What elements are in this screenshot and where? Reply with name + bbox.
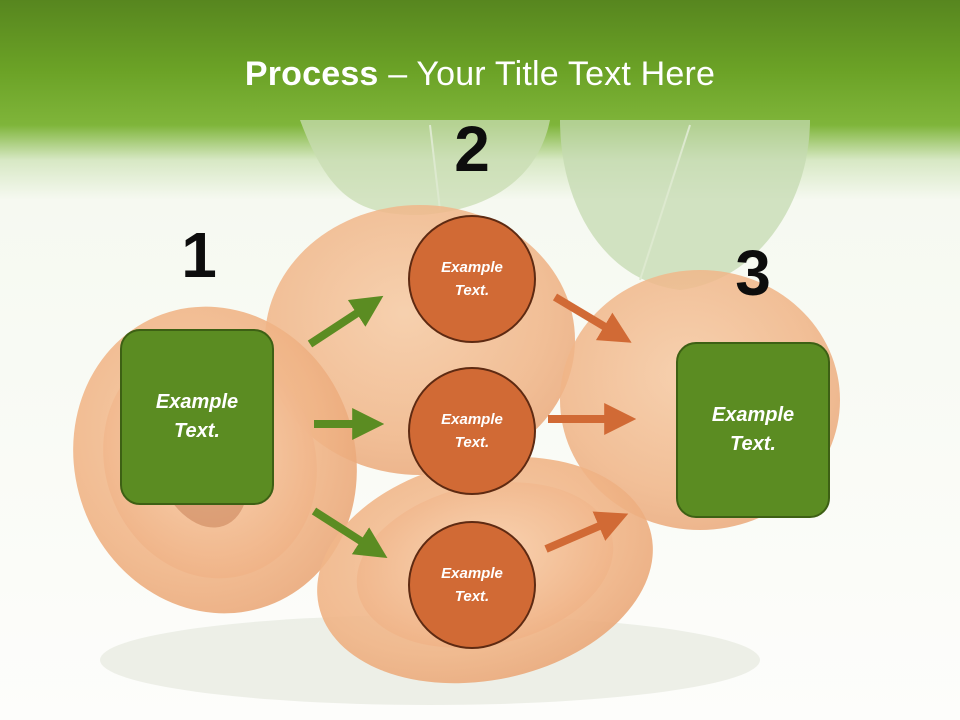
green-arrow-down: [311, 507, 388, 559]
green-arrow-up: [307, 295, 384, 348]
left-box-line2: Text.: [174, 420, 220, 442]
step-number-3: 3: [735, 237, 771, 309]
orange-arrow-down: [552, 293, 632, 343]
orange-arrow-up: [544, 511, 629, 553]
step-number-2: 2: [454, 113, 490, 185]
step-number-1: 1: [181, 219, 217, 291]
title-rest: – Your Title Text Here: [378, 55, 716, 93]
slide-title: Process – Your Title Text Here: [0, 52, 960, 96]
title-strong: Process: [244, 55, 379, 93]
